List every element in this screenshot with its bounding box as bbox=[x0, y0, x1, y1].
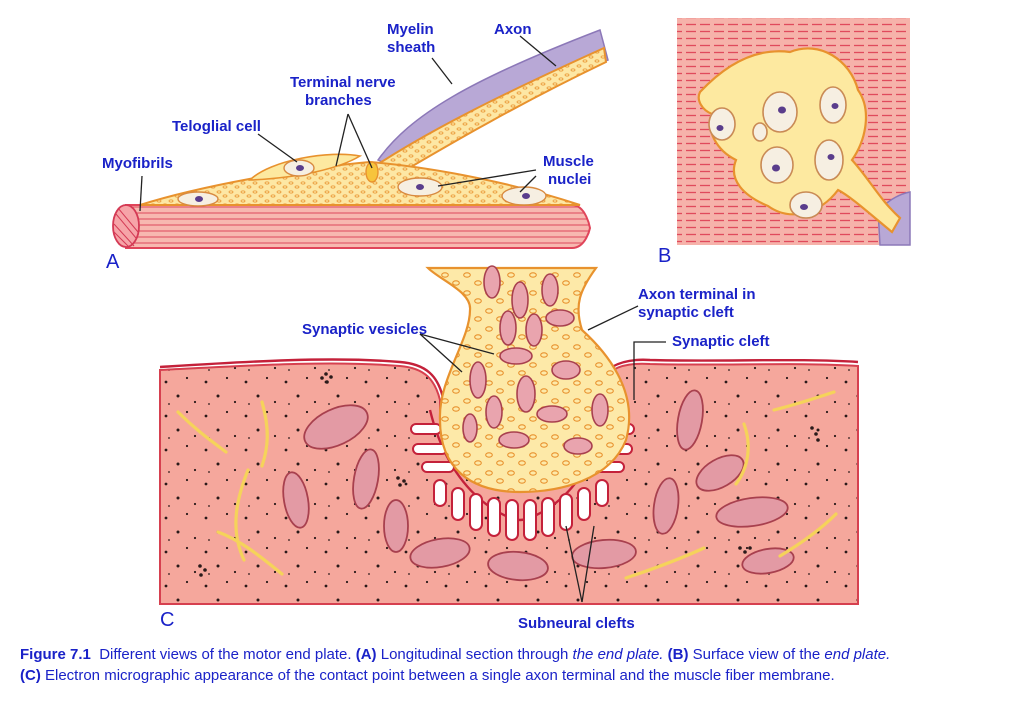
caption-figure-number: Figure 7.1 bbox=[20, 646, 91, 663]
panel-a-diagram bbox=[112, 29, 609, 249]
axon bbox=[369, 46, 608, 180]
terminal-mitochondria bbox=[462, 265, 609, 455]
panel-label-c: C bbox=[160, 609, 174, 631]
caption-part-1: Different views of the motor end plate. bbox=[99, 646, 352, 663]
label-subneural-clefts: Subneural clefts bbox=[518, 615, 635, 632]
figure-caption: Figure 7.1 Different views of the motor … bbox=[20, 644, 1010, 686]
label-muscle-nuclei-line2: nuclei bbox=[548, 171, 591, 188]
muscle-mitochondria bbox=[282, 389, 795, 582]
label-teloglial-cell: Teloglial cell bbox=[172, 118, 261, 135]
caption-part-3: Surface view of the bbox=[692, 646, 821, 663]
label-terminal-line2: branches bbox=[305, 92, 372, 109]
label-axon: Axon bbox=[494, 21, 532, 38]
panel-c-diagram bbox=[159, 265, 859, 605]
label-axon-terminal-line1: Axon terminal in bbox=[638, 286, 756, 303]
caption-tag-a: (A) bbox=[355, 646, 377, 663]
axon-terminal-branches bbox=[697, 47, 902, 234]
label-myelin-line2: sheath bbox=[387, 39, 435, 56]
caption-tag-b: (B) bbox=[667, 646, 689, 663]
caption-part-2: Longitudinal section through bbox=[380, 646, 569, 663]
label-synaptic-vesicles: Synaptic vesicles bbox=[302, 321, 427, 338]
label-myelin-line1: Myelin bbox=[387, 21, 434, 38]
label-axon-terminal-line2: synaptic cleft bbox=[638, 304, 734, 321]
caption-part-3-italic: end plate. bbox=[824, 646, 891, 663]
panel-b-diagram bbox=[677, 18, 911, 246]
muscle-fiber bbox=[125, 204, 592, 249]
panel-label-b: B bbox=[658, 245, 671, 267]
label-myofibrils: Myofibrils bbox=[102, 155, 173, 172]
panel-label-a: A bbox=[106, 251, 120, 273]
caption-part-2-italic: the end plate. bbox=[572, 646, 664, 663]
label-terminal-line1: Terminal nerve bbox=[290, 74, 396, 91]
label-synaptic-cleft: Synaptic cleft bbox=[672, 333, 770, 350]
label-muscle-nuclei-line1: Muscle bbox=[543, 153, 594, 170]
caption-tag-c: (C) bbox=[20, 667, 41, 684]
caption-part-4: Electron micrographic appearance of the … bbox=[45, 667, 835, 684]
